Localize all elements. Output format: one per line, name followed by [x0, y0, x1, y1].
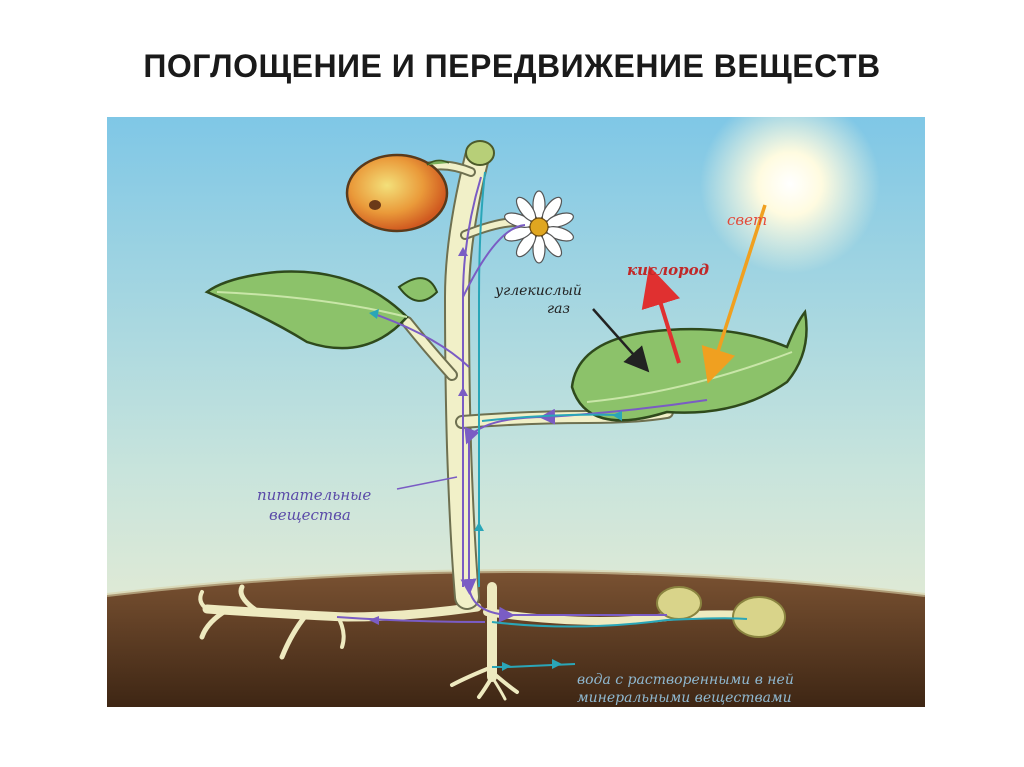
soil [107, 571, 925, 707]
flow-lines [336, 171, 748, 668]
label-co2-line2: газ [547, 301, 570, 317]
light-arrow [701, 204, 767, 384]
leaf-left [204, 270, 409, 350]
fruit-icon [345, 153, 450, 233]
oxygen-arrow [641, 265, 681, 364]
slide-title: ПОГЛОЩЕНИЕ И ПЕРЕДВИЖЕНИЕ ВЕЩЕСТВ [143, 48, 881, 84]
label-water-line2: минеральными веществами [577, 690, 792, 706]
flow-arrowheads [369, 247, 622, 671]
label-nutrients-line2: вещества [269, 506, 351, 524]
flower-icon [504, 190, 574, 264]
tuber-large [732, 596, 786, 638]
co2-arrow [592, 308, 650, 373]
label-co2-line1: углекислый [494, 283, 582, 299]
label-nutrients-line1: питательные [257, 486, 371, 504]
label-light: свет [727, 211, 767, 229]
sun-icon [700, 117, 880, 274]
plant-diagram: свет кислород углекислый газ питательные… [107, 117, 925, 707]
leaf-small [397, 277, 439, 302]
bud-icon [465, 140, 495, 166]
label-oxygen: кислород [627, 261, 709, 279]
nutrients-pointer [396, 476, 458, 490]
leaf-right [570, 309, 808, 422]
plant-diagram-canvas: свет кислород углекислый газ питательные… [107, 117, 925, 707]
label-water-line1: вода с растворенными в ней [577, 672, 794, 688]
